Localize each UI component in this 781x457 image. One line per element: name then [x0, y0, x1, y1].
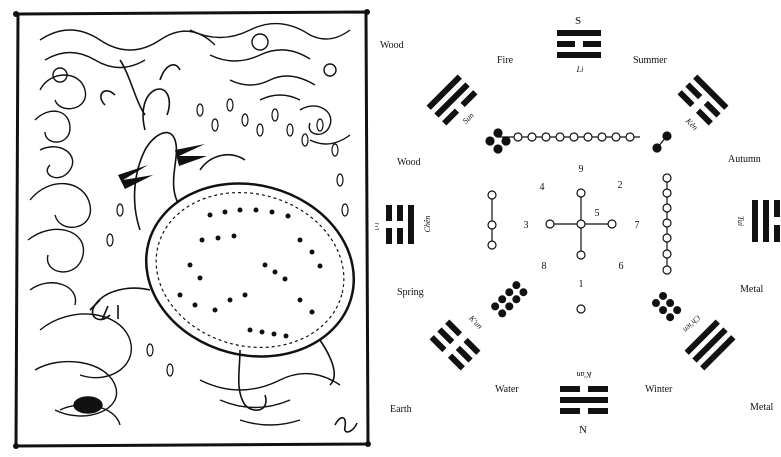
label-earth: Earth — [390, 404, 412, 415]
trigram-name-chen: Chên — [423, 216, 432, 233]
label-autumn: Autumn — [728, 154, 761, 165]
trigram-name-ken: Kên — [683, 116, 699, 132]
trigram-name-chien: Ch'ien — [681, 313, 702, 334]
label-wood-mid: Wood — [397, 157, 421, 168]
trigram-name-kun: K'un — [467, 313, 485, 331]
cloud-swirls — [35, 24, 350, 178]
number-8: 8 — [542, 261, 547, 272]
label-winter: Winter — [645, 384, 673, 395]
trigram-ken — [678, 75, 729, 126]
lo-shu-trigram-diagram: S N E Wood Wood Spring Earth Fire Summer… — [375, 0, 781, 457]
direction-south: S — [575, 15, 581, 27]
dot-block-lower-right — [650, 290, 683, 323]
number-1: 1 — [579, 279, 584, 290]
dot-chain-right — [663, 174, 671, 274]
dot-chain-top — [486, 129, 640, 153]
dot-single-bottom — [577, 305, 585, 313]
turtle-shell — [127, 161, 374, 380]
dot-chain-left — [488, 191, 496, 249]
label-fire: Fire — [497, 55, 514, 66]
dot-cross-center — [546, 189, 616, 259]
label-summer: Summer — [633, 55, 668, 66]
number-6: 6 — [619, 261, 624, 272]
number-7: 7 — [635, 220, 640, 231]
dot-pair-upper-right — [653, 132, 671, 152]
trigram-name-kan: K'an — [576, 370, 592, 379]
label-spring: Spring — [397, 287, 424, 298]
trigram-name-sun: Sun — [461, 111, 476, 126]
dot-block-lower-left — [489, 279, 529, 319]
number-2: 2 — [618, 180, 623, 191]
number-3: 3 — [524, 220, 529, 231]
number-5: 5 — [595, 208, 600, 219]
label-wood-top: Wood — [380, 40, 404, 51]
label-metal-bottom: Metal — [750, 402, 774, 413]
trigram-name-tui: Tui — [736, 216, 745, 226]
label-water: Water — [495, 384, 519, 395]
label-metal-mid: Metal — [740, 284, 764, 295]
direction-east: E — [375, 221, 380, 233]
trigram-kan — [560, 386, 608, 414]
number-9: 9 — [579, 164, 584, 175]
trigram-name-li: Li — [576, 65, 584, 74]
number-4: 4 — [540, 182, 545, 193]
signature — [335, 418, 357, 432]
direction-north: N — [579, 424, 587, 436]
dragon-whiskers — [118, 144, 207, 189]
trigram-tui — [752, 200, 780, 242]
turtle-dragon-illustration — [0, 0, 375, 457]
trigram-chen — [386, 205, 414, 244]
trigram-li — [557, 30, 601, 58]
trigram-kun — [430, 320, 481, 371]
